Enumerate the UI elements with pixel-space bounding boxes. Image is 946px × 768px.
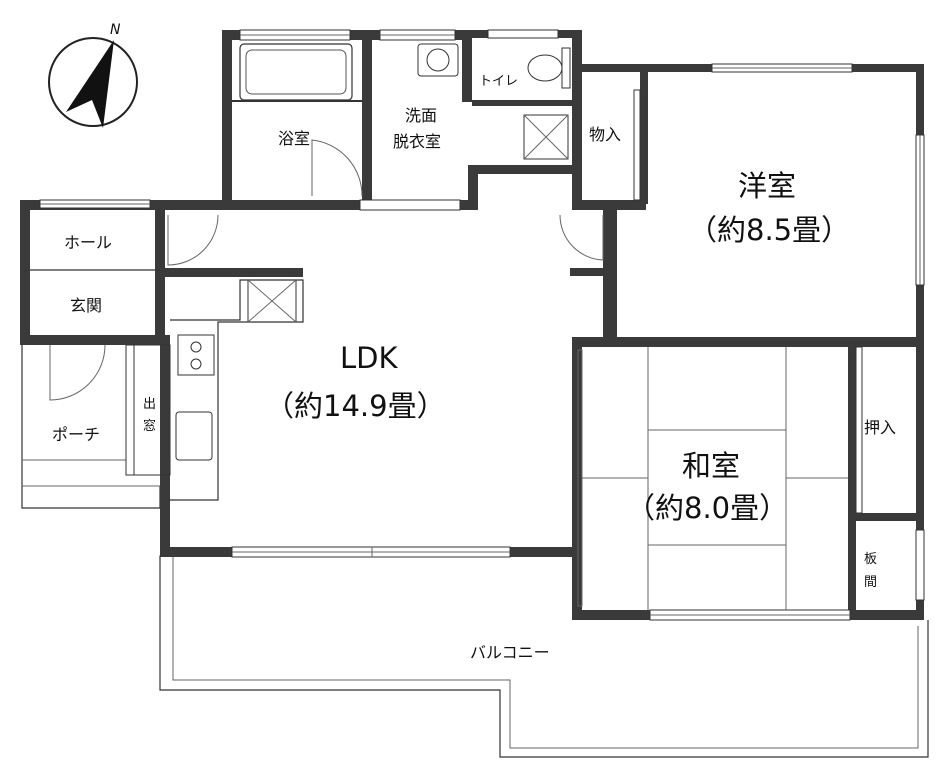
room-label-toilet: トイレ bbox=[479, 74, 518, 89]
kitchen-sink bbox=[175, 411, 213, 461]
walls bbox=[20, 30, 924, 620]
bathtub-inner bbox=[245, 49, 347, 95]
stove-burner bbox=[190, 341, 202, 353]
storage-door bbox=[633, 89, 641, 201]
room-size-western: （約8.5畳） bbox=[688, 213, 850, 247]
room-label-western: 洋室 bbox=[738, 169, 796, 203]
closet-door bbox=[855, 346, 863, 514]
stove-burner bbox=[190, 358, 202, 370]
toilet-bowl bbox=[527, 54, 563, 82]
room-label-japanese: 和室 bbox=[682, 449, 740, 483]
room-label-balcony: バルコニー bbox=[470, 643, 550, 662]
compass-circle bbox=[48, 37, 138, 127]
bath-door-swing bbox=[311, 139, 363, 197]
room-label-bay-window-2: 窓 bbox=[143, 418, 156, 434]
entrance-door-swing bbox=[49, 344, 106, 401]
room-label-bath: 浴室 bbox=[278, 129, 310, 148]
compass: N bbox=[48, 22, 138, 128]
washer-space bbox=[523, 114, 569, 160]
room-label-bay-window-1: 出 bbox=[143, 397, 156, 412]
kitchen-counter bbox=[170, 279, 304, 501]
hall-door-swing bbox=[167, 214, 219, 266]
windows bbox=[39, 29, 925, 621]
room-label-washroom-1: 洗面 bbox=[405, 106, 437, 125]
room-label-entrance: 玄関 bbox=[70, 296, 102, 315]
bay-window bbox=[133, 344, 171, 476]
room-label-storage: 物入 bbox=[589, 125, 621, 144]
north-arrow-icon bbox=[66, 40, 114, 128]
wash-basin bbox=[417, 43, 459, 77]
room-label-washroom-2: 脱衣室 bbox=[393, 132, 441, 151]
north-label: N bbox=[110, 22, 121, 38]
kitchen-vent bbox=[247, 279, 297, 323]
entrance-step bbox=[125, 344, 135, 476]
tatami-lines bbox=[577, 347, 848, 610]
toilet-tank bbox=[561, 47, 571, 89]
room-label-hall: ホール bbox=[64, 233, 112, 252]
room-size-japanese: （約8.0畳） bbox=[626, 491, 788, 525]
bathtub bbox=[239, 43, 353, 101]
wood-floor-window bbox=[915, 529, 925, 601]
bath-floor-line bbox=[232, 100, 362, 102]
room-label-porch: ポーチ bbox=[52, 425, 100, 444]
room-label-wood-floor-1: 板 bbox=[864, 552, 877, 567]
ldk-door-swing bbox=[559, 214, 604, 261]
room-size-ldk: （約14.9畳） bbox=[265, 389, 446, 423]
stove bbox=[177, 334, 215, 376]
balcony-inner-line bbox=[172, 556, 919, 749]
room-label-wood-floor-2: 間 bbox=[864, 575, 877, 590]
room-label-closet: 押入 bbox=[864, 418, 896, 437]
wash-basin-bowl bbox=[426, 48, 450, 72]
room-label-ldk: LDK bbox=[340, 341, 398, 375]
